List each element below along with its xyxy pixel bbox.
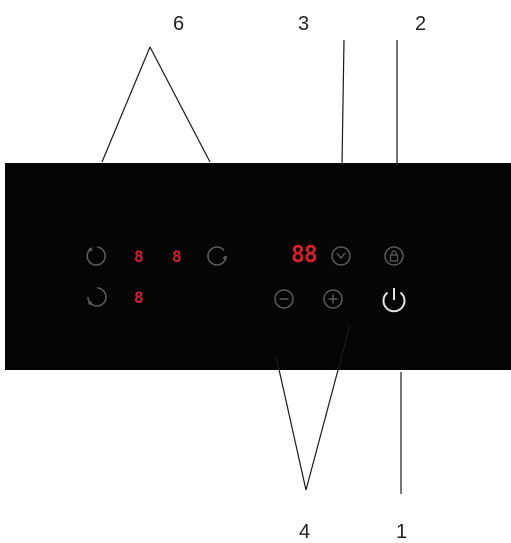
leader-6a [101, 46, 151, 163]
leader-3 [341, 39, 345, 166]
timer-display: 88 [291, 242, 318, 268]
zone-display-front-right: 8 [172, 247, 182, 266]
callout-3: 3 [298, 13, 310, 35]
leader-6b [149, 46, 211, 163]
timer-icon[interactable] [330, 245, 352, 267]
control-panel: 8 8 8 88 [5, 163, 511, 370]
callout-4: 4 [299, 521, 311, 543]
zone-select-rear-left-icon[interactable] [85, 285, 109, 309]
plus-icon[interactable] [322, 288, 344, 310]
zone-display-front-left: 8 [134, 247, 144, 266]
callout-1: 1 [396, 521, 408, 543]
minus-icon[interactable] [273, 288, 295, 310]
zone-display-rear-left: 8 [134, 288, 144, 307]
callout-6: 6 [173, 13, 185, 35]
power-icon[interactable] [379, 285, 409, 315]
callout-2: 2 [415, 13, 427, 35]
zone-select-left-icon[interactable] [85, 244, 109, 268]
lock-icon[interactable] [383, 245, 405, 267]
leader-4a [275, 355, 307, 491]
zone-select-right-icon[interactable] [205, 244, 229, 268]
